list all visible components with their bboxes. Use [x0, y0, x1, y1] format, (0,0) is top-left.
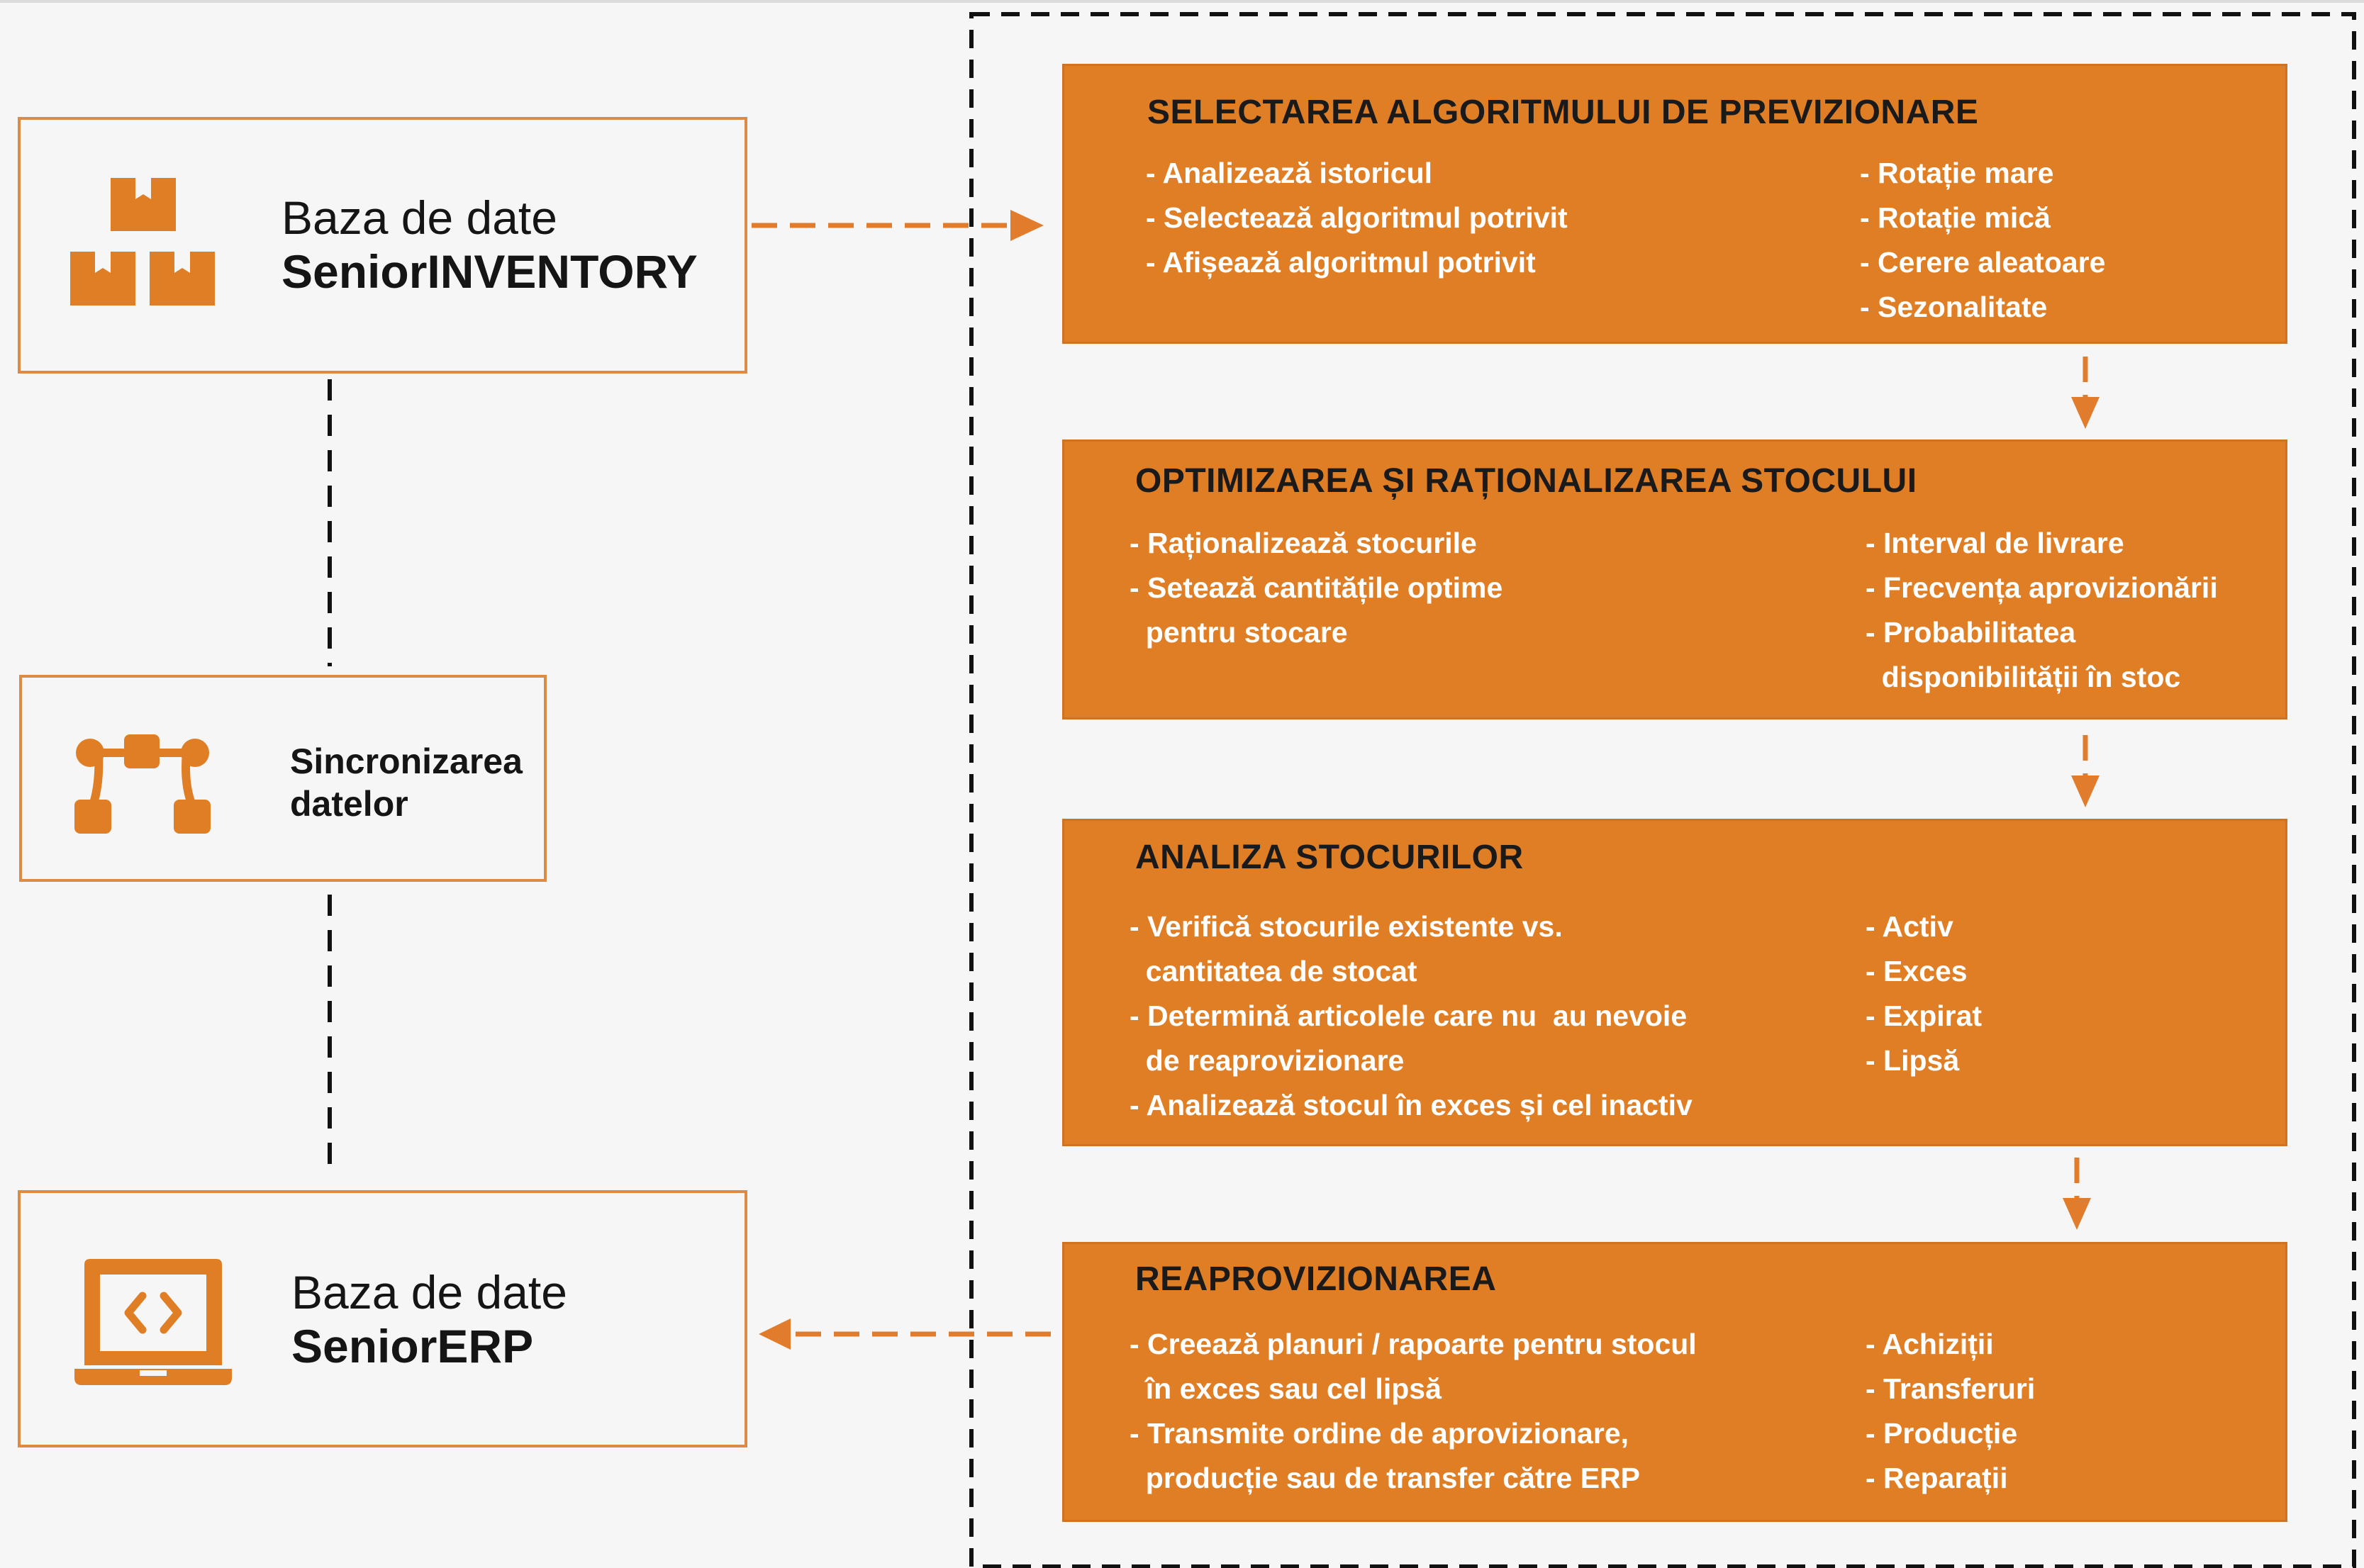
list-item: - Determină articolele care nu au nevoie — [1130, 999, 1688, 1032]
step-forecast-selection: SELECTAREA ALGORITMULUI DE PREVIZIONARE … — [1062, 64, 2287, 344]
list-item: - Interval de livrare — [1866, 527, 2124, 559]
arrow-step3-to-step4 — [2063, 1158, 2091, 1230]
step-title: SELECTAREA ALGORITMULUI DE PREVIZIONARE — [1147, 94, 1979, 131]
sync-nodes-icon — [74, 734, 211, 834]
arrowhead-replenish-to-erp — [759, 1318, 791, 1350]
step-actions-list: - Creează planuri / rapoarte pentru stoc… — [1130, 1322, 1697, 1501]
list-item: - Activ — [1866, 910, 1953, 943]
step-criteria-list: - Rotație mare - Rotație mică - Cerere a… — [1860, 151, 2105, 330]
list-item: - Analizează stocul în exces și cel inac… — [1130, 1089, 1693, 1121]
list-item: de reaprovizionare — [1130, 1044, 1405, 1077]
list-item: - Probabilitatea — [1866, 616, 2076, 649]
list-item: - Reparații — [1866, 1462, 2008, 1494]
list-item: - Rotație mare — [1860, 157, 2054, 189]
sync-line1: Sincronizarea — [290, 741, 523, 781]
step-title: OPTIMIZAREA ȘI RAȚIONALIZAREA STOCULUI — [1135, 462, 1917, 500]
step-actions-list: - Analizează istoricul - Selectează algo… — [1146, 151, 1568, 285]
list-item: - Analizează istoricul — [1146, 157, 1433, 189]
list-item: - Achiziții — [1866, 1328, 1994, 1360]
laptop-code-icon — [74, 1259, 232, 1385]
database-erp-node: Baza de date SeniorERP — [18, 1190, 747, 1447]
list-item: în exces sau cel lipsă — [1130, 1372, 1442, 1405]
list-item: - Setează cantitățile optime — [1130, 571, 1503, 604]
list-item: disponibilității în stoc — [1866, 661, 2181, 693]
arrow-step1-to-step2 — [2071, 357, 2100, 429]
list-item: - Rotație mică — [1860, 201, 2051, 234]
list-item: - Afișează algoritmul potrivit — [1146, 246, 1536, 279]
list-item: - Transmite ordine de aprovizionare, — [1130, 1417, 1629, 1450]
erp-label: Baza de date — [291, 1266, 567, 1318]
inventory-label: Baza de date — [281, 191, 557, 244]
list-item: - Selectează algoritmul potrivit — [1146, 201, 1568, 234]
list-item: - Cerere aleatoare — [1860, 246, 2106, 279]
list-item: - Transferuri — [1866, 1372, 2036, 1405]
list-item: producție sau de transfer către ERP — [1130, 1462, 1641, 1494]
list-item: cantitatea de stocat — [1130, 955, 1417, 987]
step-criteria-list: - Interval de livrare - Frecvența aprovi… — [1866, 521, 2218, 700]
erp-name: SeniorERP — [291, 1320, 534, 1372]
sync-caption: Sincronizarea datelor — [290, 740, 523, 825]
list-item: - Verifică stocurile existente vs. — [1130, 910, 1563, 943]
step-title: ANALIZA STOCURILOR — [1135, 839, 1524, 876]
step-title: REAPROVIZIONAREA — [1135, 1260, 1497, 1298]
erp-caption: Baza de date SeniorERP — [291, 1265, 567, 1373]
arrowhead-inventory-to-forecast — [1010, 210, 1044, 241]
step-actions-list: - Verifică stocurile existente vs. canti… — [1130, 905, 1693, 1128]
step-replenishment: REAPROVIZIONAREA - Creează planuri / rap… — [1062, 1242, 2287, 1522]
list-item: - Expirat — [1866, 999, 1983, 1032]
step-stock-optimization: OPTIMIZAREA ȘI RAȚIONALIZAREA STOCULUI -… — [1062, 439, 2287, 719]
sync-line2: datelor — [290, 784, 408, 824]
step-actions-list: - Raționalizează stocurile - Setează can… — [1130, 521, 1502, 655]
inventory-caption: Baza de date SeniorINVENTORY — [281, 191, 698, 298]
list-item: - Producție — [1866, 1417, 2018, 1450]
list-item: - Raționalizează stocurile — [1130, 527, 1477, 559]
process-group-boundary — [969, 12, 2356, 1568]
list-item: - Lipsă — [1866, 1044, 1960, 1077]
list-item: - Creează planuri / rapoarte pentru stoc… — [1130, 1328, 1697, 1360]
step-criteria-list: - Achiziții - Transferuri - Producție - … — [1866, 1322, 2035, 1501]
boxes-icon — [70, 178, 215, 306]
step-criteria-list: - Activ - Exces - Expirat - Lipsă — [1866, 905, 1982, 1083]
list-item: - Exces — [1866, 955, 1968, 987]
step-stock-analysis: ANALIZA STOCURILOR - Verifică stocurile … — [1062, 819, 2287, 1146]
list-item: - Frecvența aprovizionării — [1866, 571, 2218, 604]
sync-node: Sincronizarea datelor — [19, 675, 547, 882]
top-divider — [0, 0, 2364, 3]
inventory-name: SeniorINVENTORY — [281, 245, 698, 298]
arrow-step2-to-step3 — [2071, 735, 2100, 807]
list-item: - Sezonalitate — [1860, 291, 2048, 323]
list-item: pentru stocare — [1130, 616, 1348, 649]
database-inventory-node: Baza de date SeniorINVENTORY — [18, 117, 747, 374]
